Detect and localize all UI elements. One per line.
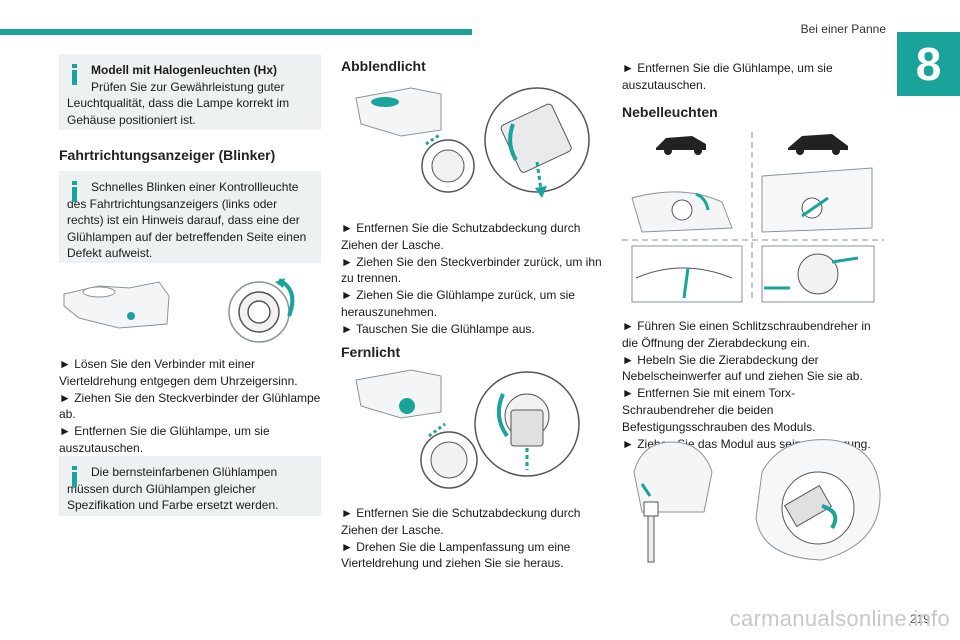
nebelleuchten-illustration bbox=[622, 132, 884, 303]
step-text: ► Drehen Sie die Lampenfassung um eine V… bbox=[341, 539, 571, 571]
info-icon bbox=[72, 64, 77, 85]
heading-abblendlicht: Abblendlicht bbox=[341, 58, 426, 74]
info-icon bbox=[72, 466, 77, 487]
step-text: ► Hebeln Sie die Zierabdeckung der Nebel… bbox=[622, 352, 863, 384]
heading-fernlicht: Fernlicht bbox=[341, 344, 401, 360]
info-note-amber: Die bernsteinfarbenen Glühlampen müssen … bbox=[59, 456, 321, 516]
fernlicht-illustration bbox=[355, 369, 580, 489]
step-text: ► Tauschen Sie die Glühlampe aus. bbox=[341, 321, 535, 336]
blinker-illustration bbox=[63, 278, 295, 343]
info-note-blinker: Schnelles Blinken einer Kontrollleuchte … bbox=[59, 171, 321, 263]
abblendlicht-steps: ► Entfernen Sie die Schutzabdeckung durc… bbox=[341, 220, 603, 338]
step-text: ► Entfernen Sie die Glühlampe, um sie au… bbox=[59, 424, 270, 455]
step-text: ► Entfernen Sie die Schutzabdeckung durc… bbox=[341, 221, 581, 252]
section-title: Bei einer Panne bbox=[800, 22, 886, 36]
heading-blinker: Fahrtrichtungsanzeiger (Blinker) bbox=[59, 147, 276, 163]
right-intro-step: ► Entfernen Sie die Glühlampe, um sie au… bbox=[622, 61, 833, 92]
chapter-badge: 8 bbox=[897, 32, 960, 96]
info-icon bbox=[72, 181, 77, 202]
step-text: ► Lösen Sie den Verbinder mit einer Vier… bbox=[59, 357, 298, 388]
step-text: ► Ziehen Sie den Steckverbinder zurück, … bbox=[341, 254, 602, 286]
step-text: ► Entfernen Sie die Schutzabdeckung durc… bbox=[341, 506, 581, 537]
step-text: ► Entfernen Sie mit einem Torx-Schrauben… bbox=[622, 386, 816, 434]
blinker-steps: ► Lösen Sie den Verbinder mit einer Vier… bbox=[59, 356, 321, 457]
header-accent-bar bbox=[0, 29, 472, 35]
step-text: ► Führen Sie einen Schlitzschraubendrehe… bbox=[622, 319, 871, 350]
step-text: ► Ziehen Sie die Glühlampe zurück, um si… bbox=[341, 288, 575, 319]
fernlicht-steps: ► Entfernen Sie die Schutzabdeckung durc… bbox=[341, 505, 603, 572]
watermark: carmanualsonline.info bbox=[729, 606, 950, 631]
heading-nebelleuchten: Nebelleuchten bbox=[622, 104, 718, 120]
step-text: ► Ziehen Sie den Steckverbinder der Glüh… bbox=[59, 390, 321, 422]
nebelmodul-illustration bbox=[633, 439, 881, 563]
abblendlicht-illustration bbox=[355, 87, 590, 198]
page-number: 219 bbox=[909, 612, 930, 626]
info-note-halogen: Modell mit Halogenleuchten (Hx) Prüfen S… bbox=[59, 54, 321, 130]
